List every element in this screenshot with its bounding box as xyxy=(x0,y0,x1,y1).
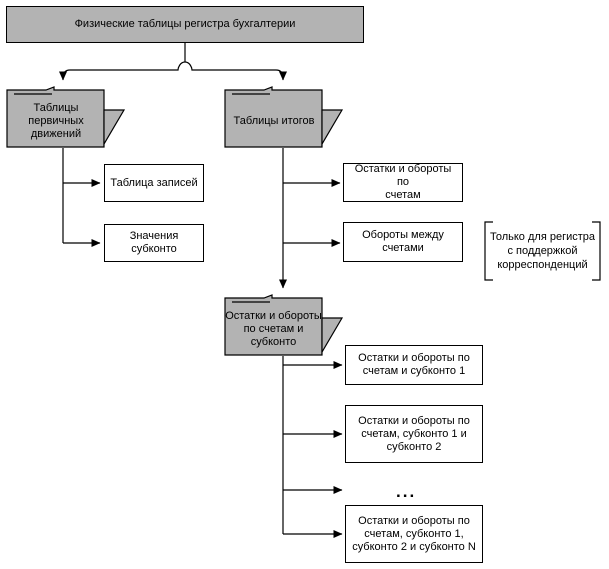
node-subconto-n-label: Остатки и обороты по счетам, субконто 1,… xyxy=(352,514,476,553)
node-records-table-label: Таблица записей xyxy=(110,176,198,189)
node-subconto-2[interactable]: Остатки и обороты по счетам, субконто 1 … xyxy=(345,405,483,463)
node-root[interactable]: Физические таблицы регистра бухгалтерии xyxy=(6,6,364,43)
folder-totals-tables-label: Таблицы итогов xyxy=(233,114,315,127)
folder-balances-turnovers-accounts-subconto-label: Остатки и обороты по счетам и субконто xyxy=(225,309,322,348)
node-account-balances-turnovers[interactable]: Остатки и обороты по счетам xyxy=(343,163,463,202)
node-subconto-values[interactable]: Значения субконто xyxy=(104,224,204,262)
folder-shape-icon xyxy=(224,294,344,356)
folder-totals-tables[interactable]: Таблицы итогов xyxy=(224,86,346,148)
node-subconto-n[interactable]: Остатки и обороты по счетам, субконто 1,… xyxy=(345,505,483,563)
node-subconto-1-label: Остатки и обороты по счетам и субконто 1 xyxy=(358,352,470,377)
node-subconto-2-label: Остатки и обороты по счетам, субконто 1 … xyxy=(358,414,470,453)
node-turnovers-between-accounts-label: Обороты между счетами xyxy=(362,229,444,254)
node-subconto-1[interactable]: Остатки и обороты по счетам и субконто 1 xyxy=(345,345,483,385)
node-records-table[interactable]: Таблица записей xyxy=(104,164,204,202)
node-subconto-values-label: Значения субконто xyxy=(129,230,179,255)
folder-balances-turnovers-accounts-subconto[interactable]: Остатки и обороты по счетам и субконто xyxy=(224,294,346,356)
note-correspondence-only: Только для регистра с поддержкой корресп… xyxy=(489,231,595,271)
edge-root-to-right-folder xyxy=(184,61,287,81)
folder-shape-icon xyxy=(224,86,344,148)
edge-root-to-left-folder xyxy=(59,61,186,81)
folder-primary-movement-tables-label: Таблицы первичных движений xyxy=(28,101,84,140)
node-root-label: Физические таблицы регистра бухгалтерии xyxy=(74,18,296,30)
node-account-balances-turnovers-label: Остатки и обороты по счетам xyxy=(354,163,452,201)
folder-primary-movement-tables[interactable]: Таблицы первичных движений xyxy=(6,86,128,148)
node-turnovers-between-accounts[interactable]: Обороты между счетами xyxy=(343,222,463,262)
ellipsis-indicator: ... xyxy=(396,482,417,501)
folder-shape-icon xyxy=(6,86,126,148)
